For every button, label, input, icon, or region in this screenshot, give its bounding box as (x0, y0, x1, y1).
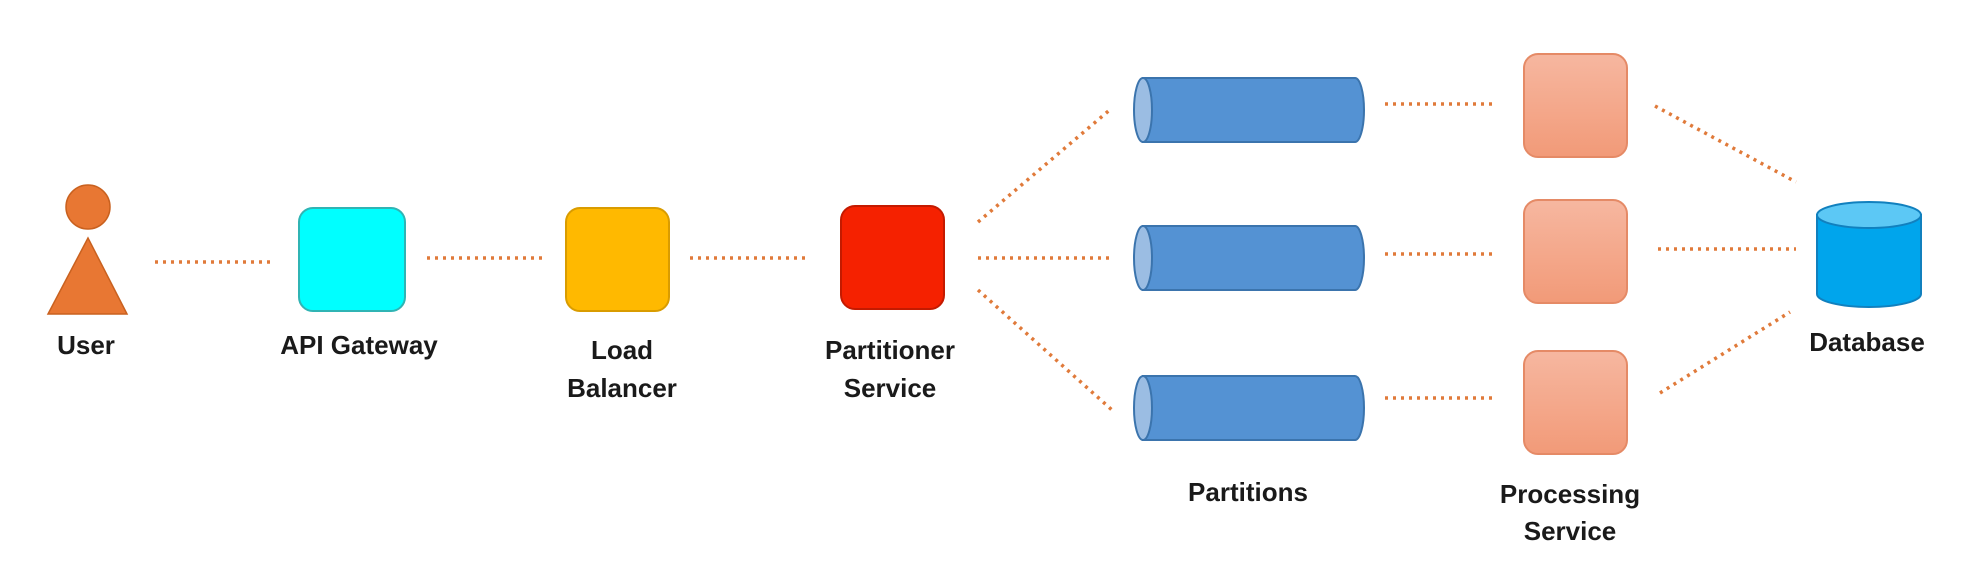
connector-processing-database-3 (1659, 310, 1791, 395)
partition-1 (1133, 77, 1365, 143)
load-balancer-box (565, 207, 670, 312)
partition-2-body (1142, 225, 1365, 291)
api-gateway-box (298, 207, 406, 312)
connector-partitioner-partition-1 (976, 106, 1114, 224)
connector-partitioner-partition-3 (976, 288, 1114, 412)
load-balancer-label-line-2: Balancer (567, 373, 677, 403)
partitioner-service-box (840, 205, 945, 310)
partitioner-service-label-line-1: Partitioner (825, 335, 955, 365)
database-label: Database (1809, 327, 1925, 357)
partitioner-service-node: Partitioner Service (825, 205, 955, 403)
database-top (1816, 201, 1922, 229)
partitions-label: Partitions (1188, 477, 1308, 507)
processing-service-box-1 (1523, 53, 1628, 158)
api-gateway-node: API Gateway (280, 207, 438, 360)
user-label: User (57, 330, 115, 360)
partition-2-end (1133, 225, 1153, 291)
partition-1-body (1142, 77, 1365, 143)
connector-processing-database-1 (1654, 104, 1797, 184)
partition-3-end (1133, 375, 1153, 441)
processing-service-box-3 (1523, 350, 1628, 455)
database-node: Database (1809, 201, 1925, 357)
connectors (155, 102, 1797, 412)
partitions-group: Partitions (1133, 77, 1365, 507)
user-node: User (46, 184, 129, 360)
partition-3 (1133, 375, 1365, 441)
processing-service-label-line-2: Service (1524, 516, 1617, 546)
api-gateway-label: API Gateway (280, 330, 438, 360)
user-head-icon (65, 184, 111, 230)
processing-service-group: Processing Service (1500, 53, 1640, 546)
load-balancer-node: Load Balancer (565, 207, 677, 403)
partition-1-end (1133, 77, 1153, 143)
partitioner-service-label-line-2: Service (844, 373, 937, 403)
partition-2 (1133, 225, 1365, 291)
partition-3-body (1142, 375, 1365, 441)
load-balancer-label-line-1: Load (591, 335, 653, 365)
user-body-icon (46, 236, 129, 315)
processing-service-label-line-1: Processing (1500, 479, 1640, 509)
database-body (1816, 214, 1922, 308)
processing-service-box-2 (1523, 199, 1628, 304)
